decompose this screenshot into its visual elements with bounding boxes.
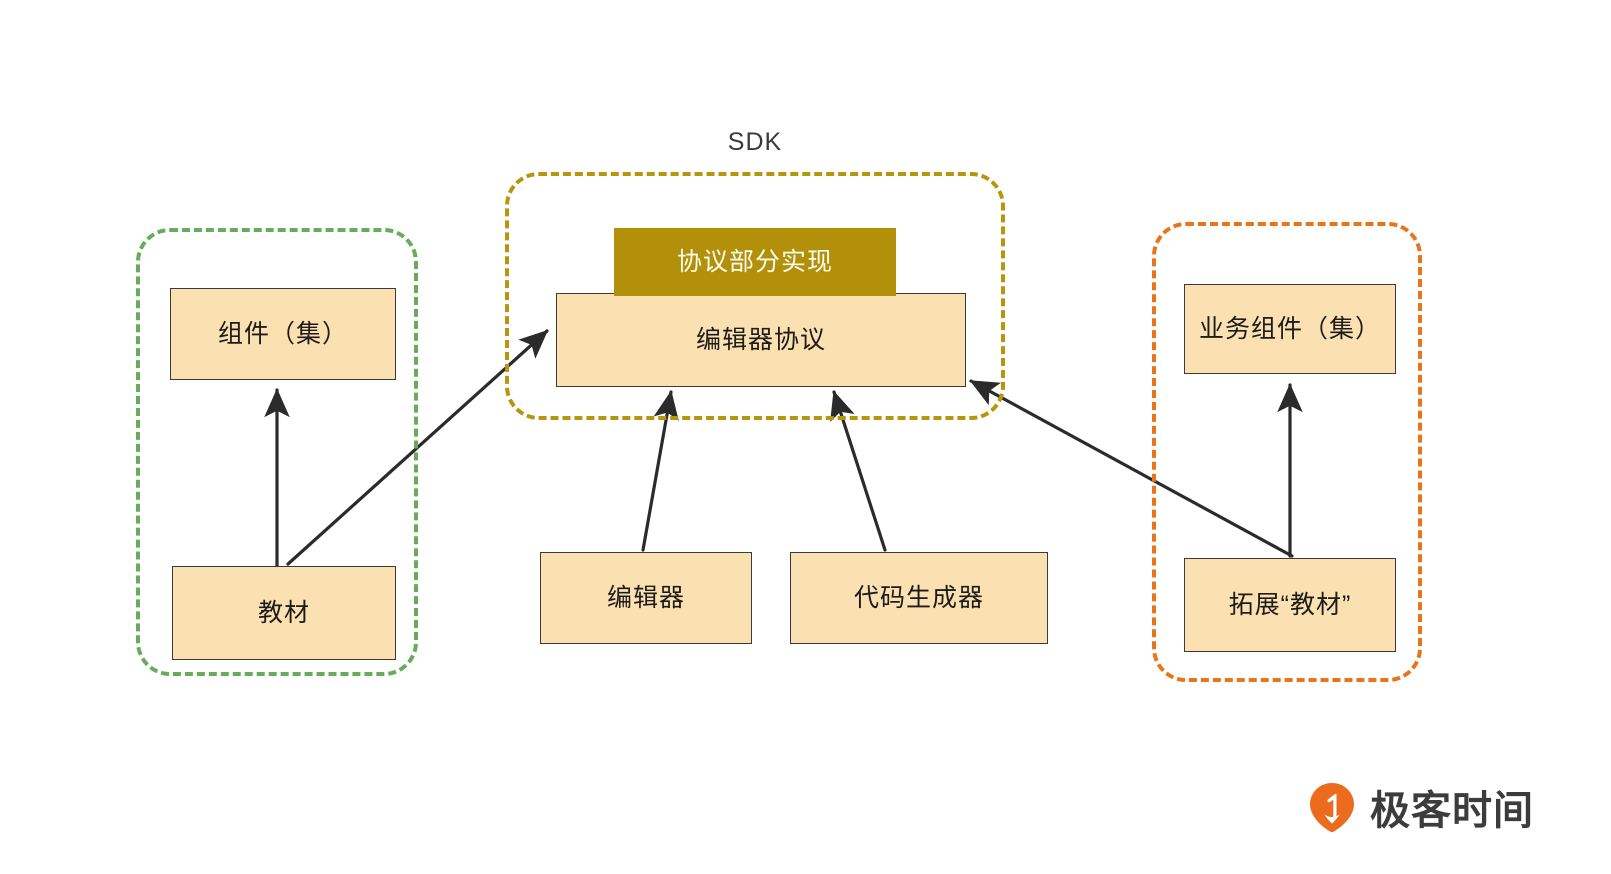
node-extended-courseware[interactable]: 拓展“教材”: [1184, 558, 1396, 652]
node-business-component-set-label: 业务组件（集）: [1198, 315, 1381, 343]
node-editor-protocol[interactable]: 编辑器协议: [556, 293, 966, 387]
sdk-caption: SDK: [727, 128, 783, 156]
node-extended-courseware-label: 拓展“教材”: [1228, 591, 1352, 619]
node-courseware[interactable]: 教材: [172, 566, 396, 660]
geektime-wordmark: 极客时间: [1370, 788, 1534, 834]
node-editor-protocol-label: 编辑器协议: [695, 326, 826, 354]
node-protocol-partial-impl-label: 协议部分实现: [676, 248, 833, 276]
group-frame-left: [136, 228, 418, 676]
group-frame-right: [1152, 222, 1422, 682]
geektime-brand-logo: 极客时间: [1306, 778, 1534, 836]
node-code-generator-label: 代码生成器: [853, 584, 984, 612]
node-component-set-label: 组件（集）: [217, 320, 348, 348]
node-business-component-set[interactable]: 业务组件（集）: [1184, 284, 1396, 374]
group-frame-sdk: [505, 172, 1005, 420]
node-editor[interactable]: 编辑器: [540, 552, 752, 644]
node-component-set[interactable]: 组件（集）: [170, 288, 396, 380]
node-code-generator[interactable]: 代码生成器: [790, 552, 1048, 644]
node-protocol-partial-impl[interactable]: 协议部分实现: [614, 228, 896, 296]
node-editor-label: 编辑器: [606, 584, 685, 612]
node-courseware-label: 教材: [257, 599, 310, 627]
geektime-pin-icon: [1306, 781, 1358, 833]
